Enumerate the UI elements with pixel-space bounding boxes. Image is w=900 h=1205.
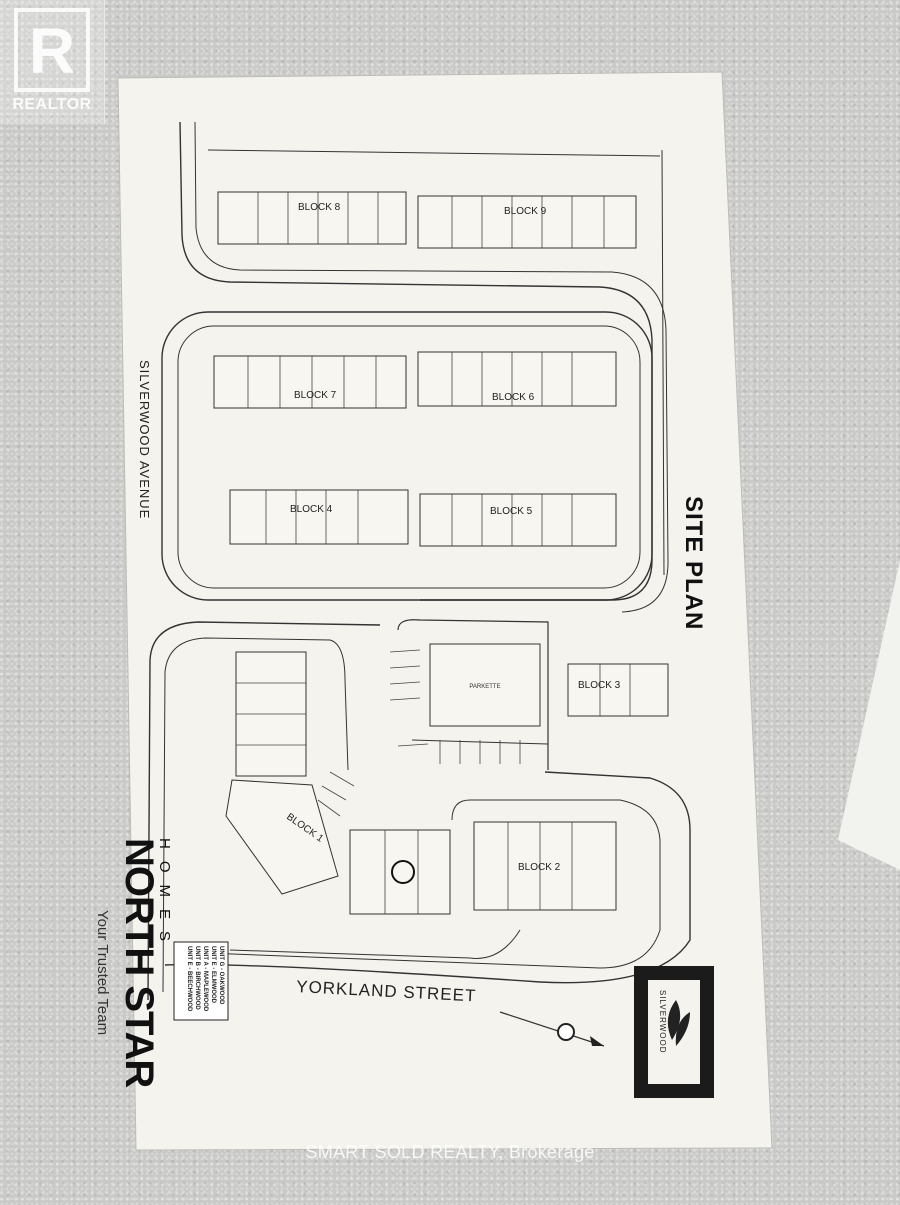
legend-item: UNIT B - BIRCHWOOD [194, 946, 200, 1010]
builder-name: NORTH STAR [117, 838, 161, 1088]
legend-item: UNIT G - OAKWOOD [218, 946, 224, 1005]
unit-legend [173, 941, 229, 1021]
parkette-label: PARKETTE [469, 684, 500, 690]
block-label: BLOCK 9 [504, 206, 547, 217]
block-label: BLOCK 8 [298, 202, 341, 213]
block-label: BLOCK 3 [578, 680, 621, 691]
block-label: BLOCK 6 [492, 392, 535, 403]
site-plan-title: SITE PLAN [680, 496, 707, 630]
circled-lot-marking [391, 860, 415, 884]
block-label: BLOCK 2 [518, 862, 561, 873]
legend-item: UNIT E - ELMWOOD [210, 946, 216, 1004]
north-arrow-icon [499, 1011, 605, 1047]
builder-logo: NORTH STAR HOMES Your Trusted Team [94, 838, 173, 1088]
parkette [429, 643, 541, 727]
leaf-icon [667, 1000, 690, 1046]
paper-corner [838, 560, 900, 870]
realtor-logo-text: REALTOR [12, 96, 92, 113]
realtor-r-icon: R [14, 8, 90, 92]
builder-sub: HOMES [156, 838, 173, 953]
realtor-logo: R REALTOR [0, 0, 105, 124]
brokerage-watermark: SMART SOLD REALTY, Brokerage [305, 1142, 595, 1162]
builder-tagline: Your Trusted Team [94, 910, 111, 1035]
legend-item: UNIT A - MAPLEWOOD [202, 946, 208, 1012]
block-label: BLOCK 4 [290, 504, 333, 515]
block-label: BLOCK 7 [294, 390, 337, 401]
street-silverwood: SILVERWOOD AVENUE [137, 360, 152, 519]
legend-item: UNIT E - BEECHWOOD [186, 946, 192, 1012]
project-name: SILVERWOOD [658, 990, 667, 1054]
block-label: BLOCK 5 [490, 506, 533, 517]
